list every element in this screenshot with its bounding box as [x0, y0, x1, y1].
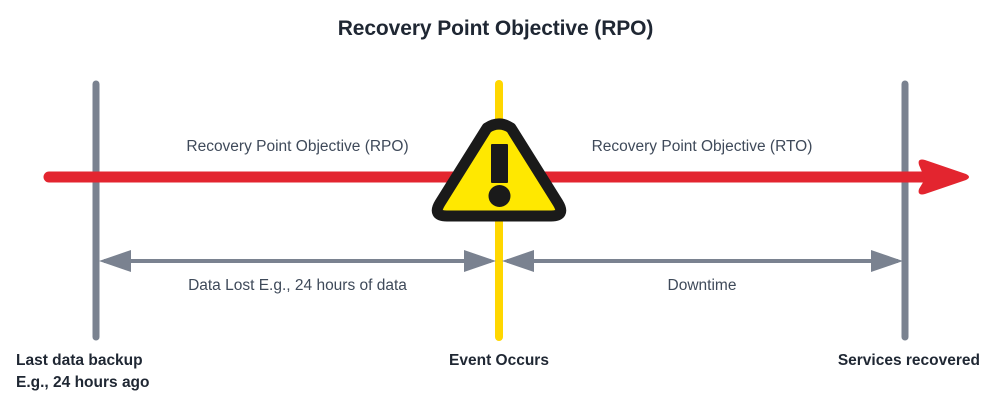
measure-arrowhead-downtime-right — [871, 250, 903, 272]
span-label-data-lost: Data Lost E.g., 24 hours of data — [188, 277, 407, 294]
measure-arrowhead-rpo-left — [99, 250, 131, 272]
warning-triangle-icon — [431, 118, 567, 222]
span-label-rpo-top: Recovery Point Objective (RPO) — [186, 138, 409, 155]
page-title: Recovery Point Objective (RPO) — [337, 17, 654, 40]
measure-arrowhead-downtime-left — [502, 250, 534, 272]
span-label-downtime: Downtime — [667, 277, 737, 294]
endpoint-label-last-backup-line2: E.g., 24 hours ago — [16, 374, 150, 391]
endpoint-label-services-recovered: Services recovered — [837, 352, 980, 369]
endpoint-label-last-backup-line1: Last data backup — [16, 352, 143, 369]
timeline-arrow-icon — [918, 159, 969, 195]
endpoint-label-last-backup: Last data backup E.g., 24 hours ago — [16, 350, 150, 394]
measure-arrowhead-rpo-right — [464, 250, 496, 272]
span-label-rto-top: Recovery Point Objective (RTO) — [591, 138, 813, 155]
endpoint-label-event-occurs: Event Occurs — [449, 352, 549, 369]
